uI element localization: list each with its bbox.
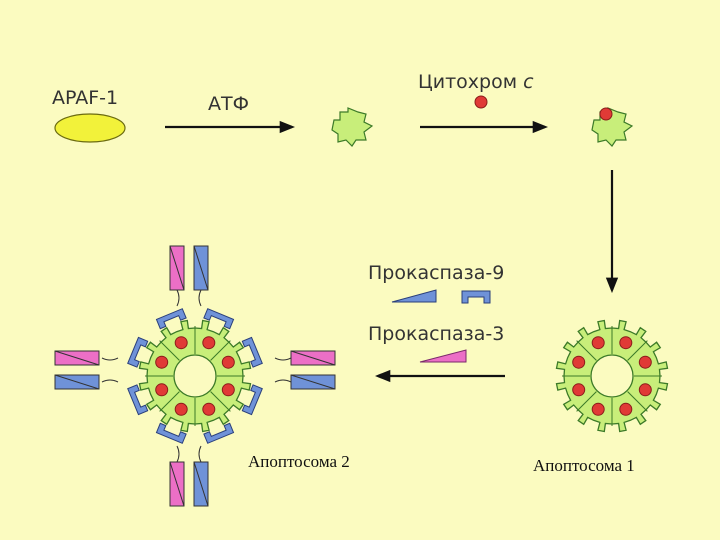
procaspase3-icon [419, 349, 467, 363]
caspase9-cup [155, 422, 187, 444]
cytochrome-label: Цитохром c [418, 71, 534, 93]
apaf-label: APAF-1 [52, 87, 118, 109]
caspase9-cup [241, 336, 263, 368]
apoptosome2-label: Апоптосома 2 [248, 452, 350, 471]
apoptosome-spoke [159, 340, 180, 361]
apoptosome-spoke [576, 391, 597, 412]
caspase-pair [54, 350, 119, 390]
apoptosome-spoke [576, 340, 597, 361]
procaspase9-label: Прокаспаза-9 [368, 262, 504, 284]
cytochrome-dot [619, 402, 633, 416]
procaspase3-label: Прокаспаза-3 [368, 323, 504, 345]
cytochrome-dot [572, 383, 586, 397]
cytochrome-dot [155, 355, 169, 369]
apaf-ellipse [54, 113, 126, 143]
apoptosome-hub [173, 354, 217, 398]
cytochrome-dot [572, 355, 586, 369]
cytochrome-dot [174, 402, 188, 416]
apoptosome-1 [555, 319, 669, 433]
cytochrome-dot [155, 383, 169, 397]
bound-cytochrome-dot [599, 107, 613, 121]
apoptosome1-label: Апоптосома 1 [533, 456, 635, 475]
caspase9-cup [203, 308, 235, 330]
apaf-monomer-with-cytochrome [591, 107, 634, 147]
cytochrome-dot [474, 95, 488, 109]
cytochrome-dot [638, 355, 652, 369]
apoptosome-spoke [210, 340, 231, 361]
cytochrome-dot [591, 402, 605, 416]
caspase-pair [169, 445, 209, 507]
procaspase9-icon [391, 289, 491, 304]
apoptosome-spoke [627, 391, 648, 412]
apoptosome-2 [54, 245, 336, 507]
cytochrome-dot [202, 336, 216, 350]
apoptosome-spoke [159, 391, 180, 412]
cytochrome-dot [221, 383, 235, 397]
apoptosome-spoke [627, 340, 648, 361]
caspase9-cup [155, 308, 187, 330]
caspase9-cup [127, 336, 149, 368]
cytochrome-dot [638, 383, 652, 397]
cytochrome-dot [221, 355, 235, 369]
atp-label: АТФ [208, 93, 249, 115]
caspase9-cup [241, 384, 263, 416]
apoptosome-spoke [210, 391, 231, 412]
caspase9-cup [203, 422, 235, 444]
caspase9-cup [127, 384, 149, 416]
apoptosome-hub [590, 354, 634, 398]
cytochrome-dot [591, 336, 605, 350]
cytochrome-dot [619, 336, 633, 350]
apaf-monomer [331, 107, 374, 147]
caspase-pair [169, 245, 209, 307]
cytochrome-dot [202, 402, 216, 416]
cytochrome-dot [174, 336, 188, 350]
caspase-pair [274, 350, 336, 390]
